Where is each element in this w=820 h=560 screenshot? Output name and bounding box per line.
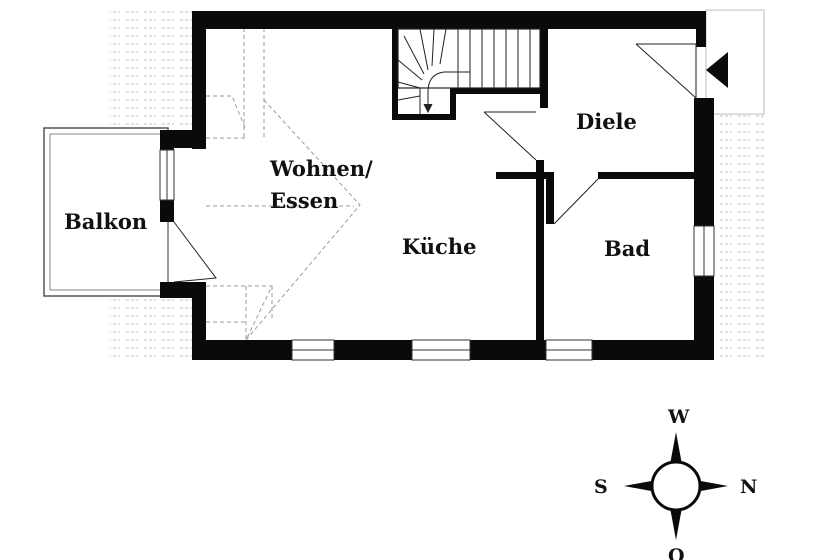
- compass-label-top: W: [667, 406, 690, 428]
- room-label-balkon: Balkon: [64, 209, 147, 234]
- windows: [159, 149, 715, 361]
- balcony: [43, 127, 169, 297]
- room-label-kueche: Küche: [402, 234, 476, 259]
- roof-eave-right: [714, 110, 766, 360]
- compass-label-left: S: [594, 476, 608, 498]
- roof-eave-left-top: [110, 10, 192, 128]
- doors: [173, 43, 697, 283]
- compass-label-bottom: O: [668, 545, 685, 560]
- walls: [160, 11, 714, 360]
- room-label-diele: Diele: [576, 109, 637, 134]
- chimney-marker-icon: [706, 52, 728, 88]
- compass-label-right: N: [740, 476, 757, 498]
- roof-eave-top-right: [705, 9, 765, 115]
- roof-slope-lines: [206, 28, 361, 341]
- room-label-wohnen-1: Wohnen/: [269, 156, 373, 181]
- room-label-bad: Bad: [604, 236, 650, 261]
- staircase: [397, 28, 541, 114]
- roof-eave-left-bottom: [110, 296, 192, 358]
- room-label-wohnen-2: Essen: [270, 188, 338, 213]
- compass-rose-icon: [624, 432, 728, 540]
